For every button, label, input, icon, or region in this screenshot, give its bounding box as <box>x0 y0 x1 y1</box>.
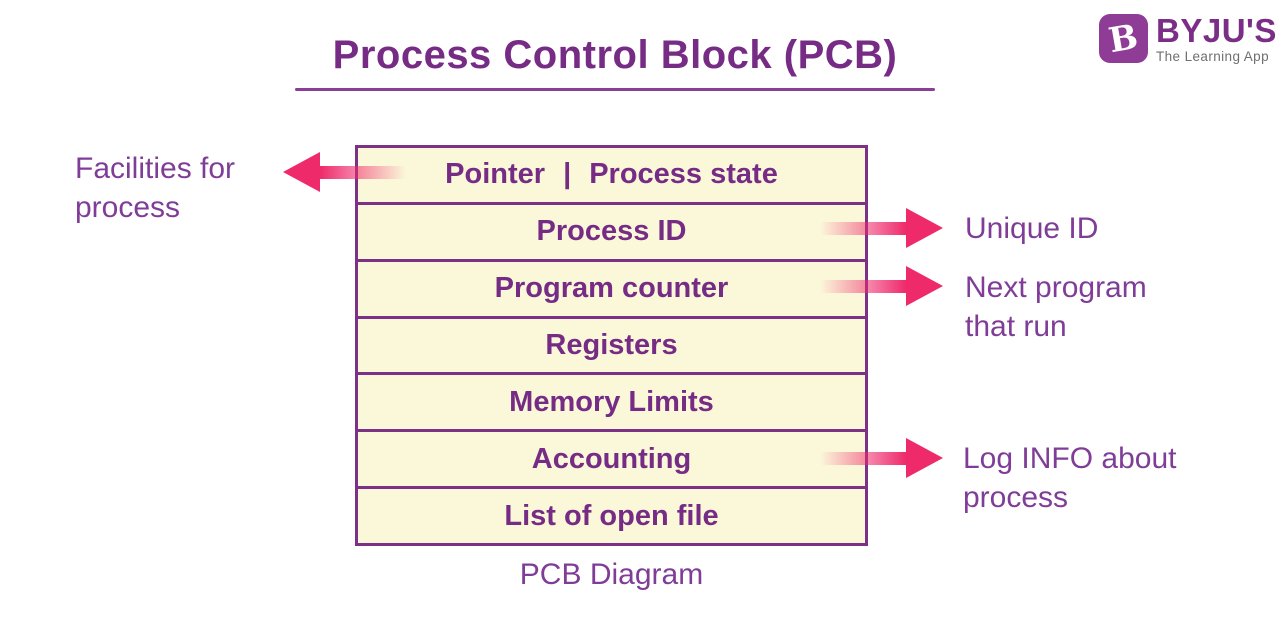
arrow-head <box>906 438 943 478</box>
title-underline <box>295 88 935 91</box>
note-line: Next program <box>965 271 1147 304</box>
arrow-left-icon <box>283 152 406 192</box>
pcb-row-memory-limits: Memory Limits <box>358 375 865 433</box>
pcb-row-accounting: Accounting <box>358 432 865 490</box>
diagram-caption: PCB Diagram <box>519 558 704 591</box>
arrow-head <box>906 266 943 306</box>
logo-brand: BYJU'S <box>1156 12 1277 49</box>
note-log-info: Log INFO about process <box>963 439 1176 517</box>
note-facilities-for-process: Facilities for process <box>75 149 235 227</box>
pcb-cell-separator: | <box>563 158 572 191</box>
arrow-head <box>906 208 943 248</box>
arrow-shaft <box>320 165 406 179</box>
note-line: Unique ID <box>965 212 1099 245</box>
pcb-cell-process-state: Process state <box>589 158 778 191</box>
logo-text-block: BYJU'S The Learning App <box>1156 14 1277 64</box>
pcb-row-pointer-process-state: Pointer | Process state <box>358 148 865 205</box>
arrow-shaft <box>820 279 906 293</box>
note-unique-id: Unique ID <box>965 209 1098 248</box>
pcb-block: Pointer | Process state Process ID Progr… <box>355 145 868 546</box>
logo-tagline: The Learning App <box>1156 49 1269 64</box>
arrow-right-icon <box>820 208 943 248</box>
pcb-cell-pointer: Pointer <box>445 158 546 191</box>
page-title: Process Control Block (PCB) <box>332 33 898 77</box>
pcb-row-list-open-file: List of open file <box>504 499 719 532</box>
arrow-head <box>283 152 320 192</box>
logo-letter: B <box>1105 16 1142 61</box>
note-line: process <box>963 481 1069 514</box>
arrow-right-icon <box>820 266 943 306</box>
note-line: process <box>75 191 181 224</box>
arrow-shaft <box>820 221 906 235</box>
note-line: Log INFO about <box>963 442 1177 475</box>
byjus-logo: B BYJU'S The Learning App <box>1099 14 1277 64</box>
pcb-row-registers: Registers <box>358 319 865 376</box>
note-line: Facilities for <box>75 152 236 185</box>
note-next-program: Next program that run <box>965 268 1147 346</box>
note-line: that run <box>965 310 1067 343</box>
byjus-badge-icon: B <box>1099 14 1148 63</box>
arrow-shaft <box>820 451 906 465</box>
pcb-row-process-id: Process ID <box>358 205 865 262</box>
page-title-block: Process Control Block (PCB) <box>295 33 935 78</box>
arrow-right-icon <box>820 438 943 478</box>
pcb-row-program-counter: Program counter <box>358 262 865 319</box>
